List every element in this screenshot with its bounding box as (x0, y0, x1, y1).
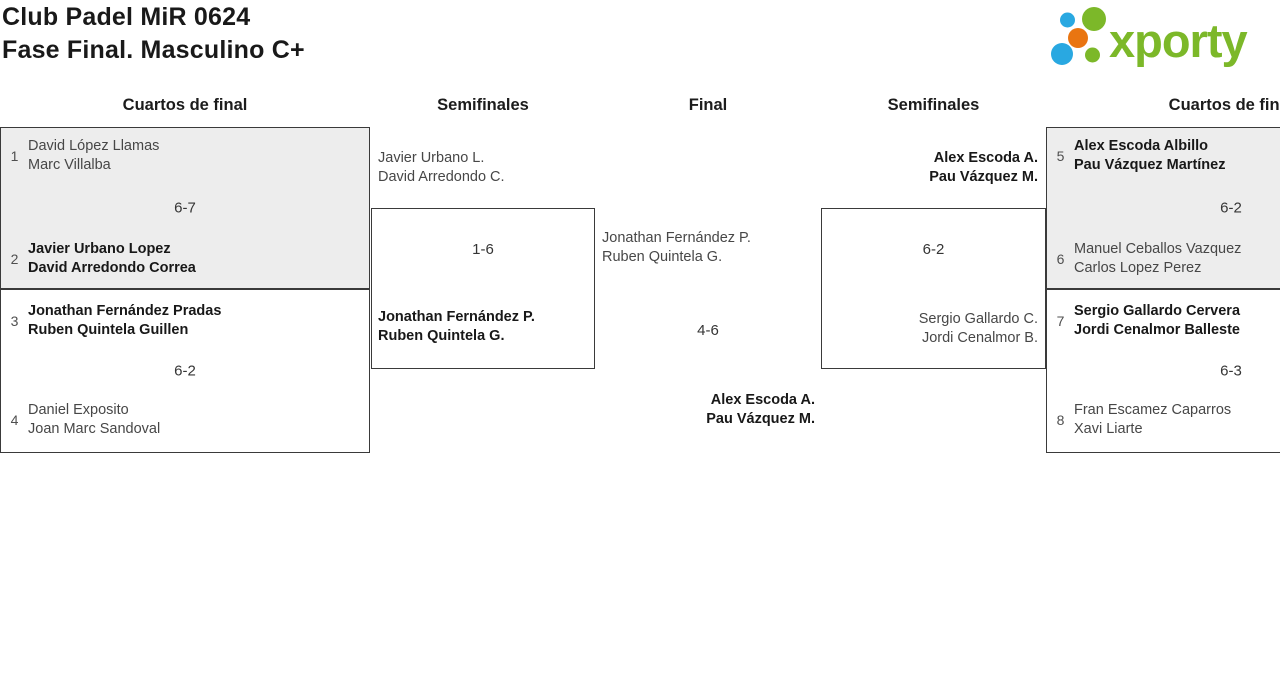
team-row: 1 David López Llamas Marc Villalba (4, 137, 160, 175)
player-name: Marc Villalba (28, 157, 111, 173)
player-name: Fran Escamez Caparros (1074, 402, 1232, 418)
player-name: Alex Escoda Albillo (1074, 138, 1209, 154)
player-name: Alex Escoda A. (710, 392, 815, 408)
round-header-semis-right: Semifinales (887, 96, 980, 114)
match-score: 6-3 (1220, 362, 1242, 380)
player-name: Manuel Ceballos Vazquez (1074, 241, 1242, 257)
seed-number: 6 (1056, 251, 1065, 267)
team-row: Alex Escoda A. Pau Vázquez M. (706, 391, 815, 429)
seed-number: 2 (10, 251, 19, 267)
player-name: Carlos Lopez Perez (1074, 260, 1202, 276)
team-row: 2 Javier Urbano Lopez David Arredondo Co… (4, 240, 196, 278)
team-row: Jonathan Fernández P. Ruben Quintela G. (602, 229, 751, 267)
phase-name: Fase Final. Masculino C+ (2, 36, 305, 64)
logo-wordmark: xporty (1109, 14, 1248, 67)
match-qf3[interactable]: 5 Alex Escoda Albillo Pau Vázquez Martín… (1046, 127, 1280, 289)
seed-number: 7 (1056, 313, 1065, 329)
player-name: Javier Urbano L. (378, 150, 485, 166)
page-title: Club Padel MiR 0624 Fase Final. Masculin… (2, 1, 305, 67)
player-name: David López Llamas (28, 138, 160, 154)
seed-number: 4 (10, 412, 19, 428)
logo-dot (1085, 47, 1100, 63)
seed-number: 5 (1056, 148, 1065, 164)
round-header-cuartos-left: Cuartos de final (122, 96, 248, 114)
player-name: Jonathan Fernández P. (378, 309, 535, 325)
player-name: Jordi Cenalmor Balleste (1074, 322, 1240, 338)
match-score: 4-6 (697, 322, 719, 339)
team-row: 6 Manuel Ceballos Vazquez Carlos Lopez P… (1050, 240, 1242, 278)
player-name: Daniel Exposito (28, 402, 129, 418)
player-name: David Arredondo Correa (28, 260, 196, 276)
team-row: 3 Jonathan Fernández Pradas Ruben Quinte… (4, 302, 222, 340)
round-header-cuartos-right: Cuartos de final (1168, 96, 1280, 114)
player-name: Ruben Quintela G. (378, 328, 505, 344)
round-header-semis-left: Semifinales (437, 96, 529, 114)
round-header-final: Final (688, 96, 728, 114)
xporty-logo-graphic: xporty (1051, 7, 1249, 67)
team-row: 8 Fran Escamez Caparros Xavi Liarte (1050, 401, 1232, 439)
player-name: David Arredondo C. (378, 169, 505, 185)
logo-dot (1060, 12, 1075, 28)
team-row: Alex Escoda A. Pau Vázquez M. (929, 149, 1038, 187)
player-name: Jonathan Fernández P. (602, 230, 751, 246)
logo-dot (1082, 7, 1106, 31)
match-score: 6-2 (922, 241, 945, 258)
match-score: 6-2 (1220, 199, 1242, 217)
player-name: Xavi Liarte (1074, 421, 1143, 437)
match-sf2[interactable] (821, 208, 1046, 369)
match-score: 6-2 (174, 362, 196, 380)
player-name: Ruben Quintela G. (602, 249, 723, 265)
xporty-logo[interactable]: xporty (1045, 4, 1280, 80)
player-name: Sergio Gallardo C. (918, 311, 1038, 327)
logo-dot (1068, 28, 1088, 48)
team-row: Javier Urbano L. David Arredondo C. (378, 149, 505, 187)
team-row: Jonathan Fernández P. Ruben Quintela G. (378, 308, 535, 346)
player-name: Sergio Gallardo Cervera (1074, 303, 1241, 319)
match-score: 6-7 (174, 199, 196, 217)
match-qf1[interactable]: 1 David López Llamas Marc Villalba 6-7 2… (0, 127, 370, 289)
match-sf1[interactable] (371, 208, 595, 369)
team-row: 4 Daniel Exposito Joan Marc Sandoval (4, 401, 161, 439)
seed-number: 3 (10, 313, 19, 329)
player-name: Pau Vázquez Martínez (1074, 157, 1226, 173)
logo-dot (1051, 43, 1073, 65)
player-name: Pau Vázquez M. (706, 411, 815, 427)
player-name: Jonathan Fernández Pradas (28, 303, 222, 319)
match-qf2[interactable]: 3 Jonathan Fernández Pradas Ruben Quinte… (0, 289, 370, 453)
seed-number: 8 (1056, 412, 1065, 428)
tournament-name: Club Padel MiR 0624 (2, 3, 251, 31)
team-row: Sergio Gallardo C. Jordi Cenalmor B. (919, 310, 1038, 348)
team-row: 5 Alex Escoda Albillo Pau Vázquez Martín… (1050, 137, 1226, 175)
player-name: Ruben Quintela Guillen (28, 322, 189, 338)
match-score: 1-6 (472, 241, 494, 258)
match-qf4[interactable]: 7 Sergio Gallardo Cervera Jordi Cenalmor… (1046, 289, 1280, 453)
seed-number: 1 (10, 148, 19, 164)
player-name: Alex Escoda A. (933, 150, 1038, 166)
player-name: Joan Marc Sandoval (28, 421, 161, 437)
player-name: Javier Urbano Lopez (28, 241, 171, 257)
player-name: Jordi Cenalmor B. (921, 330, 1038, 346)
team-row: 7 Sergio Gallardo Cervera Jordi Cenalmor… (1050, 302, 1240, 340)
player-name: Pau Vázquez M. (929, 169, 1038, 185)
